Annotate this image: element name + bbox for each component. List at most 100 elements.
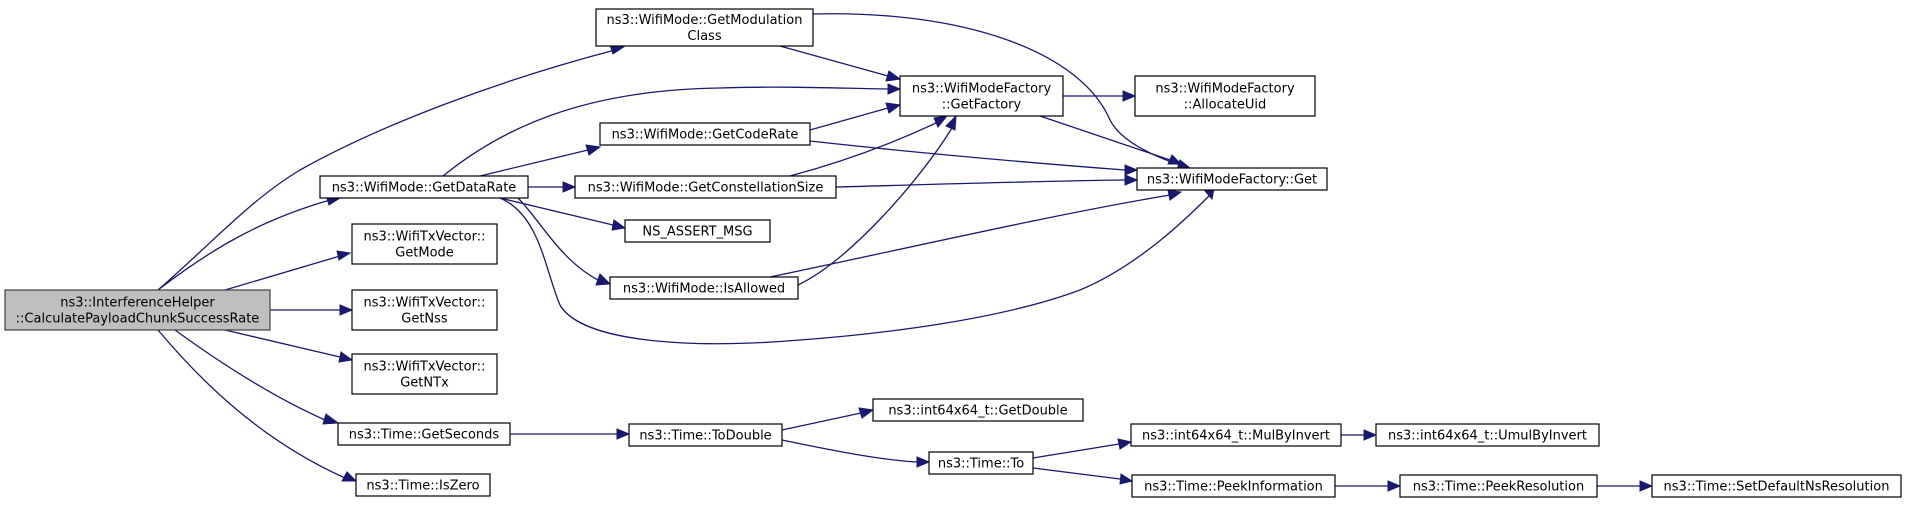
node-box [899, 75, 1064, 117]
node-peekinfo[interactable]: ns3::Time::PeekInformation [1131, 474, 1336, 498]
node-box [1651, 474, 1902, 498]
node-box [624, 219, 771, 243]
edge-getconst-to-fget [835, 174, 1139, 188]
edge-factory-to-allocuid [1063, 90, 1137, 102]
edge-getdatarate-to-factory [442, 83, 902, 177]
node-mulbyinv[interactable]: ns3::int64x64_t::MulByInvert [1130, 423, 1342, 447]
edge-arrowhead [1363, 429, 1378, 441]
edge-line [809, 140, 1126, 171]
edge-arrowhead [885, 102, 902, 114]
node-label-line: ::AllocateUid [1184, 98, 1266, 113]
node-getnss[interactable]: ns3::WifiTxVector::GetNss [351, 289, 498, 331]
node-label-line: ns3::Time::IsZero [366, 479, 479, 494]
node-box [337, 422, 511, 446]
node-box [609, 276, 799, 300]
edge-arrowhead [338, 351, 354, 363]
node-box [4, 289, 271, 331]
edge-line [812, 13, 1181, 166]
node-label-line: ns3::WifiMode::GetDataRate [332, 181, 517, 196]
edge-arrowhead [945, 114, 957, 131]
edge-line [224, 255, 341, 291]
node-setdefns[interactable]: ns3::Time::SetDefaultNsResolution [1651, 474, 1902, 498]
edge-line [789, 121, 939, 177]
edge-getdatarate-to-nsassert [499, 197, 627, 231]
edge-arrowhead [336, 250, 352, 261]
edge-arrowhead [322, 413, 340, 425]
node-label-line: ns3::Time::SetDefaultNsResolution [1664, 480, 1890, 495]
node-label-line: ns3::InterferenceHelper [60, 296, 215, 311]
node-iszero[interactable]: ns3::Time::IsZero [355, 473, 491, 497]
node-label-line: ns3::WifiMode::GetModulation [607, 13, 803, 28]
node-nsassert[interactable]: NS_ASSERT_MSG [624, 219, 771, 243]
edge-arrowhead [1639, 480, 1654, 492]
node-calc[interactable]: ns3::InterferenceHelper::CalculatePayloa… [4, 289, 271, 331]
node-to[interactable]: ns3::Time::To [928, 451, 1034, 475]
node-getseconds[interactable]: ns3::Time::GetSeconds [337, 422, 511, 446]
edge-line [157, 49, 616, 291]
node-getntx[interactable]: ns3::WifiTxVector::GetNTx [351, 353, 498, 395]
node-getconst[interactable]: ns3::WifiMode::GetConstellationSize [574, 175, 837, 199]
edge-to-to-mulbyinv [1032, 438, 1133, 459]
edge-line [779, 45, 889, 77]
node-box [1134, 75, 1316, 117]
node-umulbyinv[interactable]: ns3::int64x64_t::UmulByInvert [1375, 423, 1600, 447]
node-label-line: Class [687, 29, 721, 44]
node-peekres[interactable]: ns3::Time::PeekResolution [1399, 474, 1598, 498]
node-getcoderate[interactable]: ns3::WifiMode::GetCodeRate [599, 122, 811, 146]
edge-line [781, 412, 862, 431]
node-todouble[interactable]: ns3::Time::ToDouble [628, 423, 783, 447]
node-layer: ns3::InterferenceHelper::CalculatePayloa… [4, 8, 1902, 498]
node-label-line: ns3::WifiModeFactory::Get [1147, 173, 1317, 188]
node-fget[interactable]: ns3::WifiModeFactory::Get [1136, 167, 1328, 191]
edge-peekinfo-to-peekres [1335, 480, 1402, 492]
edge-arrowhead [339, 304, 354, 316]
node-label-line: ns3::WifiMode::GetConstellationSize [588, 181, 824, 196]
edge-getdatarate-to-getcoderate [479, 144, 602, 177]
node-box [1399, 474, 1598, 498]
edge-line [1039, 115, 1171, 161]
edge-arrowhead [916, 456, 931, 468]
edge-arrowhead [341, 471, 358, 482]
node-box [1130, 423, 1342, 447]
node-getdouble[interactable]: ns3::int64x64_t::GetDouble [872, 398, 1084, 422]
edge-arrowhead [616, 428, 631, 440]
node-label-line: ns3::int64x64_t::GetDouble [888, 404, 1067, 419]
node-factory[interactable]: ns3::WifiModeFactory::GetFactory [899, 75, 1064, 117]
edge-mulbyinv-to-umulbyinv [1341, 429, 1378, 441]
node-box [1136, 167, 1328, 191]
edge-calc-to-getdatarate [157, 194, 342, 291]
edge-arrowhead [887, 83, 902, 95]
node-label-line: ns3::Time::To [938, 457, 1024, 472]
edge-line [174, 329, 326, 421]
node-getdatarate[interactable]: ns3::WifiMode::GetDataRate [319, 175, 529, 199]
node-label-line: ns3::WifiMode::IsAllowed [623, 282, 785, 297]
node-label-line: ns3::WifiTxVector:: [363, 230, 485, 245]
node-label-line: ns3::WifiMode::GetCodeRate [612, 128, 799, 143]
node-label-line: NS_ASSERT_MSG [642, 225, 752, 240]
edge-arrowhead [1117, 438, 1133, 450]
node-box [351, 223, 498, 265]
edge-factory-to-fget [1039, 115, 1183, 165]
node-allocuid[interactable]: ns3::WifiModeFactory::AllocateUid [1134, 75, 1316, 117]
edge-layer [157, 13, 1654, 492]
edge-getcoderate-to-fget [809, 140, 1139, 176]
node-label-line: ns3::Time::PeekInformation [1144, 480, 1323, 495]
edge-arrowhead [595, 273, 612, 286]
node-label-line: ns3::Time::PeekResolution [1413, 480, 1584, 495]
node-label-line: GetMode [395, 246, 454, 261]
edge-getdatarate-to-isallowed [517, 197, 612, 286]
edge-getdatarate-to-fget [499, 187, 1215, 345]
node-box [628, 423, 783, 447]
node-box [599, 122, 811, 146]
node-box [928, 451, 1034, 475]
node-isallowed[interactable]: ns3::WifiMode::IsAllowed [609, 276, 799, 300]
node-label-line: ns3::WifiTxVector:: [363, 360, 485, 375]
node-box [319, 175, 529, 199]
edge-arrowhead [1124, 174, 1139, 186]
node-getmode[interactable]: ns3::WifiTxVector::GetMode [351, 223, 498, 265]
node-box [351, 289, 498, 331]
edge-arrowhead [1167, 154, 1183, 165]
edge-to-to-peekinfo [1032, 467, 1134, 485]
edge-isallowed-to-factory [797, 114, 957, 286]
